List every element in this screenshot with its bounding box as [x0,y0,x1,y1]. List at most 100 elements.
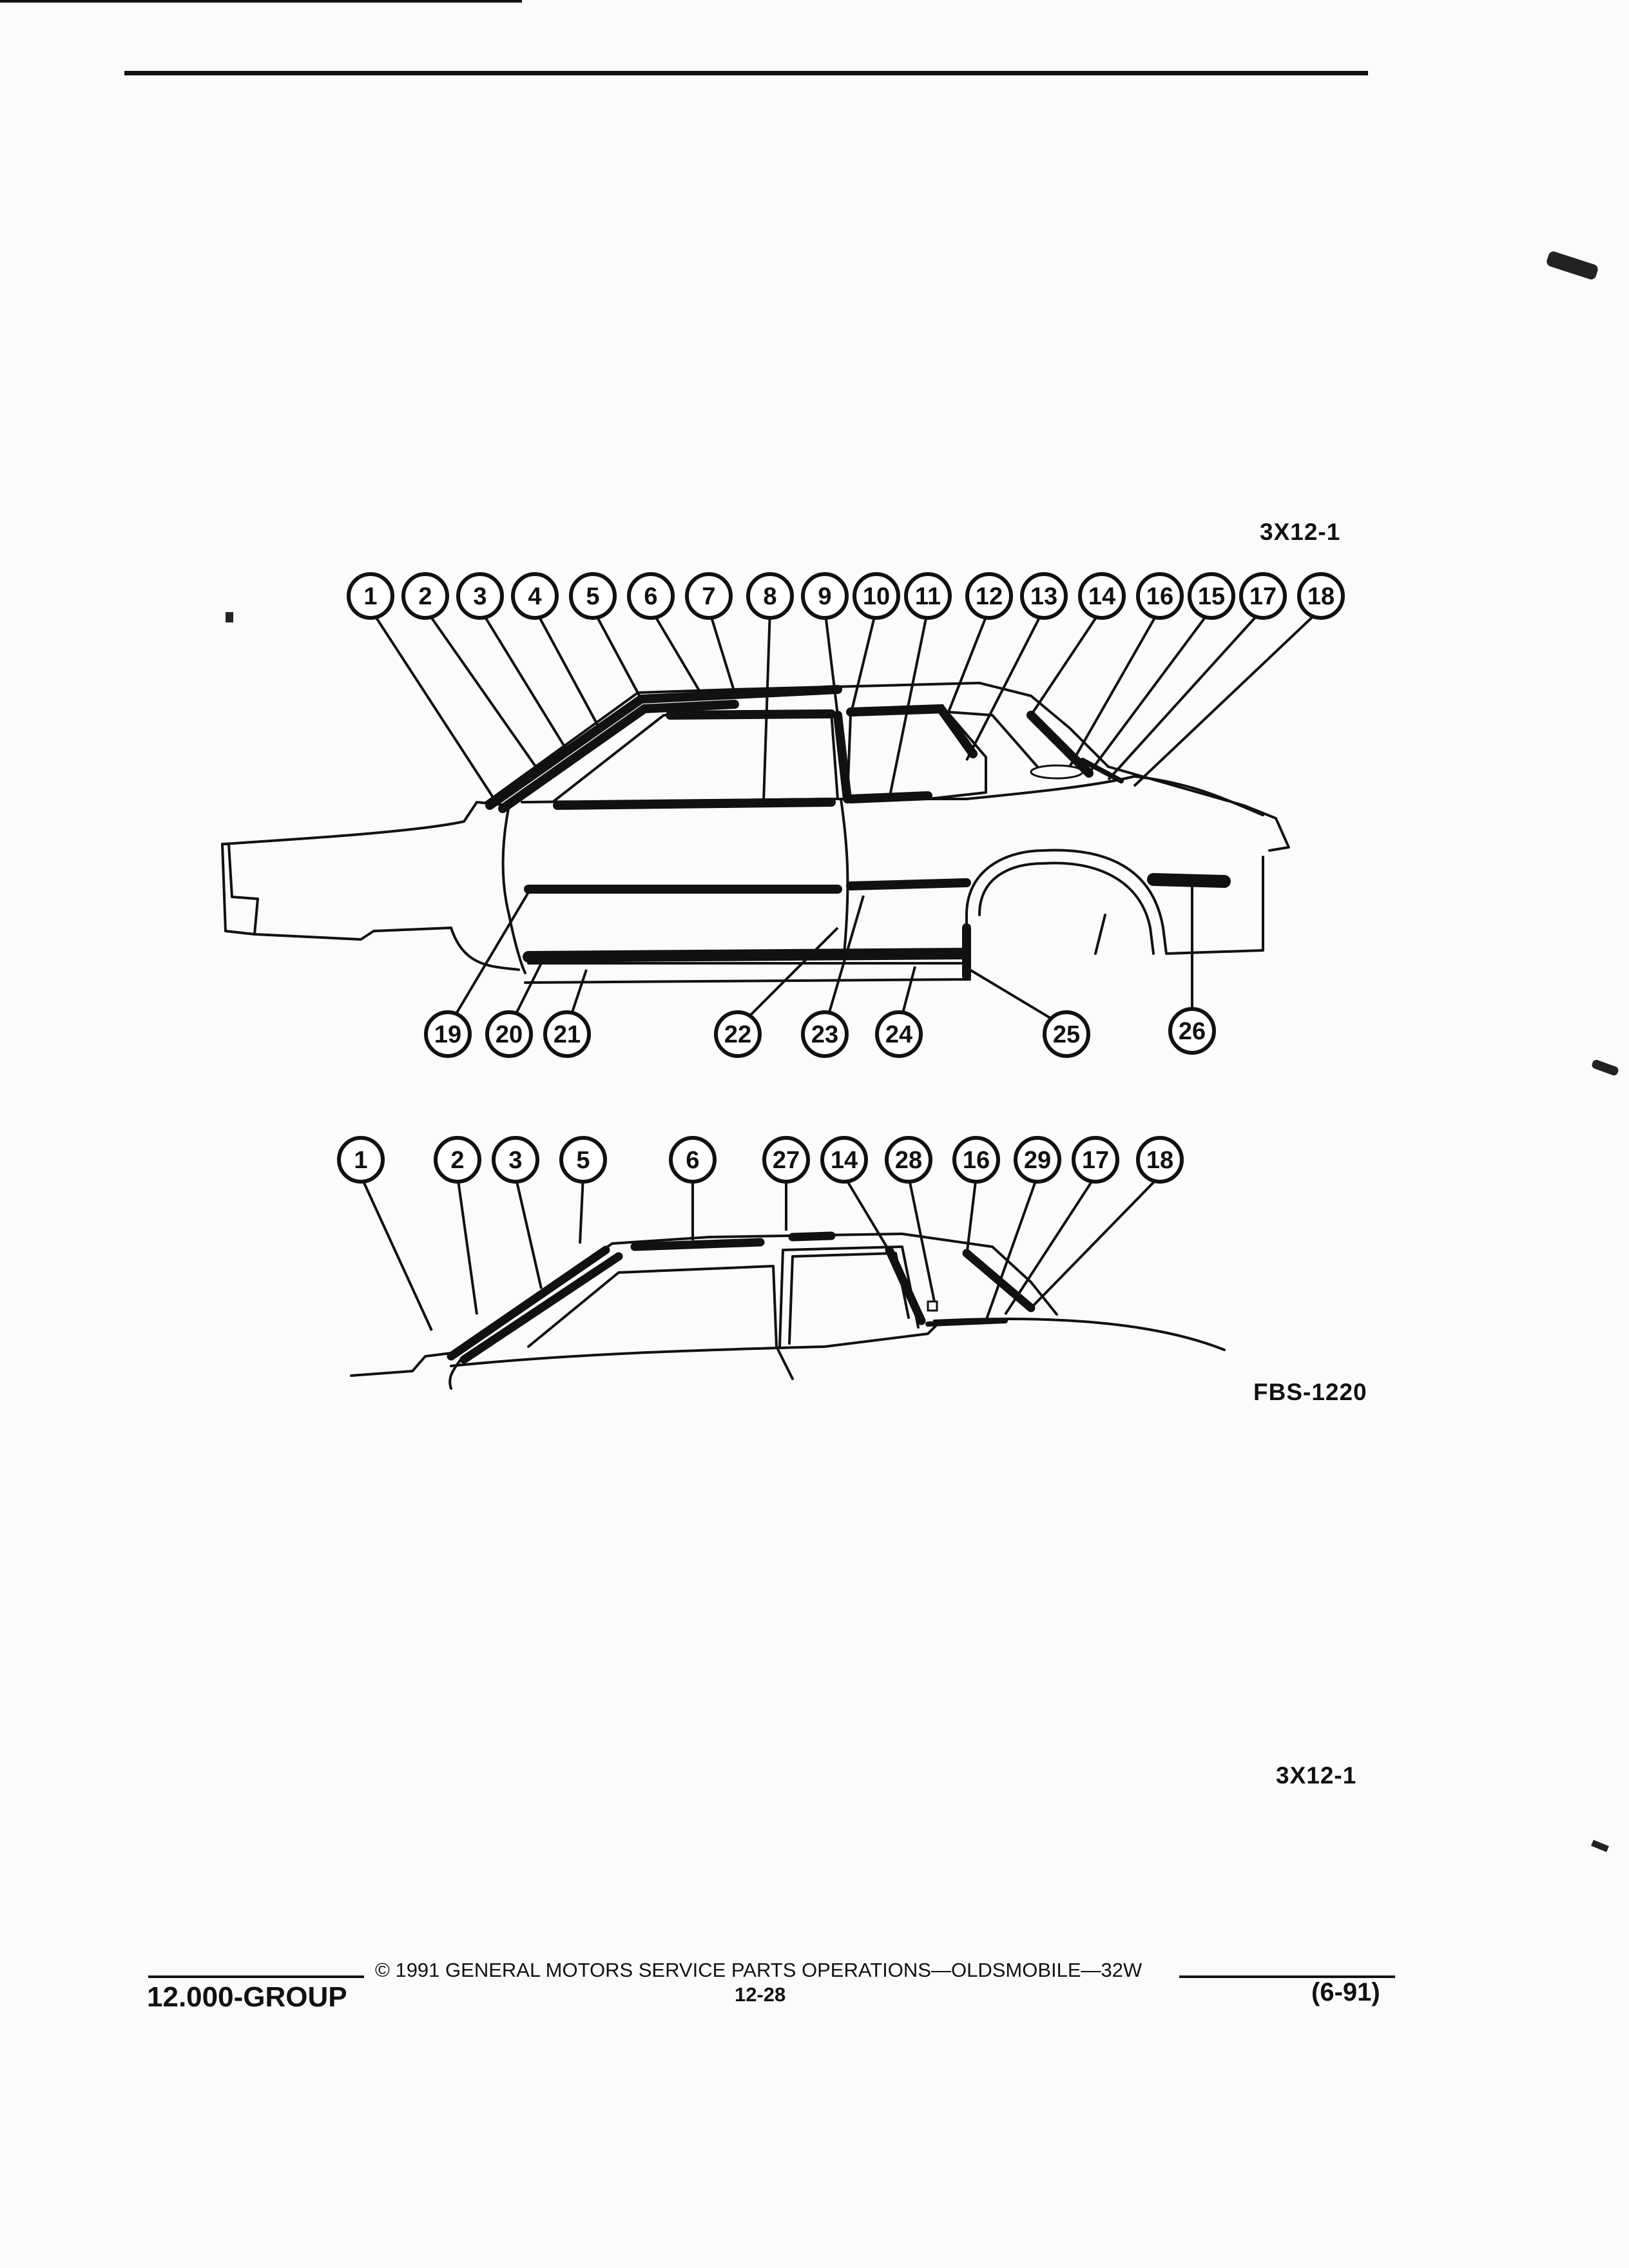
callout-1: 1 [337,1136,385,1184]
callout-number: 27 [773,1147,800,1174]
callout-6: 6 [669,1136,717,1184]
callout-circle [853,572,900,620]
callout-circle [1297,572,1345,620]
callout-18: 18 [1297,572,1345,620]
callout-18: 18 [1136,1136,1184,1184]
callout-number: 2 [450,1147,464,1174]
callout-circle [401,572,449,620]
callout-17: 17 [1072,1136,1119,1184]
callout-number: 23 [811,1021,838,1048]
callout-27: 27 [762,1136,810,1184]
callout-14: 14 [820,1136,868,1184]
callout-12: 12 [965,572,1013,620]
callout-number: 3 [508,1147,522,1174]
callout-22: 22 [714,1010,762,1058]
callout-circle [885,1136,932,1184]
callout-circle [820,1136,868,1184]
callout-number: 22 [724,1021,751,1048]
callout-number: 4 [528,583,541,610]
callout-number: 15 [1198,583,1225,610]
callout-circle [511,572,559,620]
callout-circle [746,572,794,620]
callout-circle [1078,572,1126,620]
callout-8: 8 [746,572,794,620]
callout-15: 15 [1188,572,1235,620]
callout-circle [685,572,733,620]
callout-21: 21 [543,1010,591,1058]
leaders-bottom [360,1175,1161,1331]
leaders-row1 [369,608,1322,803]
callout-2: 2 [401,572,449,620]
callout-7: 7 [685,572,733,620]
callout-13: 13 [1020,572,1068,620]
callout-20: 20 [485,1010,533,1058]
callout-number: 25 [1053,1021,1080,1048]
callout-2: 2 [434,1136,481,1184]
callout-number: 18 [1146,1147,1173,1174]
callout-number: 14 [831,1147,858,1174]
callout-19: 19 [424,1010,472,1058]
callout-number: 3 [473,583,487,610]
callout-1: 1 [347,572,394,620]
top-left-rule [0,0,522,3]
footer-rule-left [148,1975,364,1978]
scan-mark [226,612,233,622]
callout-25: 25 [1043,1010,1090,1058]
callout-17: 17 [1239,572,1287,620]
callout-circle [1136,572,1184,620]
callout-circle [1043,1010,1090,1058]
figure-code-fbs: FBS-1220 [1253,1379,1367,1405]
callout-number: 7 [702,583,715,610]
callout-14: 14 [1078,572,1126,620]
callout-5: 5 [559,1136,607,1184]
footer-rule-right [1179,1975,1395,1978]
callout-number: 16 [1146,583,1173,610]
callout-number: 5 [576,1147,590,1174]
callout-26: 26 [1168,1007,1216,1055]
callout-circle [543,1010,591,1058]
callout-16: 16 [1136,572,1184,620]
callout-circle [627,572,675,620]
callout-circle [1239,572,1287,620]
footer-revision: (6-91) [1311,1978,1380,2006]
callout-number: 24 [885,1021,912,1048]
callout-number: 12 [976,583,1003,610]
callout-circle [801,1010,849,1058]
callout-number: 14 [1088,583,1115,610]
callout-3: 3 [492,1136,539,1184]
callout-number: 1 [354,1147,367,1174]
callout-circle [1072,1136,1119,1184]
callout-28: 28 [885,1136,932,1184]
callout-number: 21 [554,1021,581,1048]
callout-circle [569,572,617,620]
callout-circle [952,1136,1000,1184]
callout-circle [559,1136,607,1184]
callout-10: 10 [853,572,900,620]
callout-number: 2 [418,583,432,610]
callout-24: 24 [875,1010,923,1058]
callout-5: 5 [569,572,617,620]
roof-outline [350,1233,1226,1390]
callout-11: 11 [904,572,952,620]
callout-circle [904,572,952,620]
callout-6: 6 [627,572,675,620]
callout-circle [1188,572,1235,620]
figure-code-top: 3X12-1 [1260,519,1341,545]
callout-number: 13 [1030,583,1057,610]
callout-circle [456,572,504,620]
callout-number: 19 [434,1021,461,1048]
figure-code-bottom: 3X12-1 [1276,1762,1357,1789]
callout-circle [801,572,849,620]
callout-circle [965,572,1013,620]
callout-number: 10 [863,583,890,610]
callout-circle [424,1010,472,1058]
callout-circle [875,1010,923,1058]
callout-circle [485,1010,533,1058]
callout-number: 17 [1082,1147,1109,1174]
callout-number: 17 [1249,583,1277,610]
footer-group: 12.000-GROUP [147,1981,347,2013]
callout-circle [1020,572,1068,620]
callout-number: 8 [763,583,776,610]
